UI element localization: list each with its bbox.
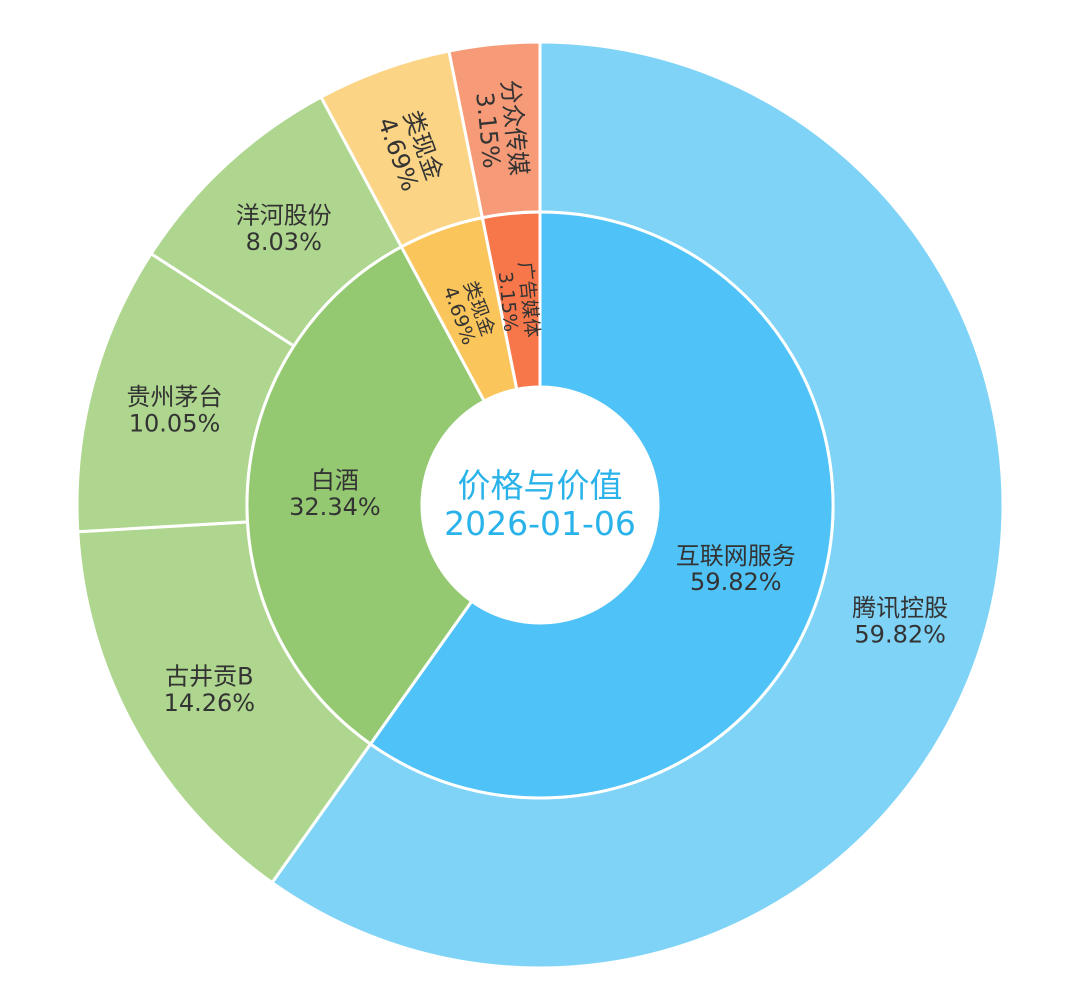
segment-percent: 59.82% — [690, 568, 782, 596]
segment-percent: 32.34% — [289, 493, 381, 521]
segment-percent: 59.82% — [854, 621, 946, 649]
center-hole — [422, 387, 658, 623]
segment-name: 洋河股份 — [236, 202, 332, 230]
segment-name: 腾讯控股 — [852, 594, 948, 622]
segment-percent: 14.26% — [164, 689, 256, 717]
segment-name: 互联网服务 — [676, 542, 796, 570]
segment-percent: 8.03% — [246, 228, 322, 256]
segment-name: 白酒 — [311, 467, 359, 495]
chart-subtitle: 2026-01-06 — [444, 504, 636, 543]
segment-percent: 10.05% — [129, 409, 221, 437]
chart-title: 价格与价值 — [458, 466, 623, 505]
segment-name: 贵州茅台 — [127, 383, 223, 411]
segment-name: 古井贡B — [165, 663, 253, 691]
